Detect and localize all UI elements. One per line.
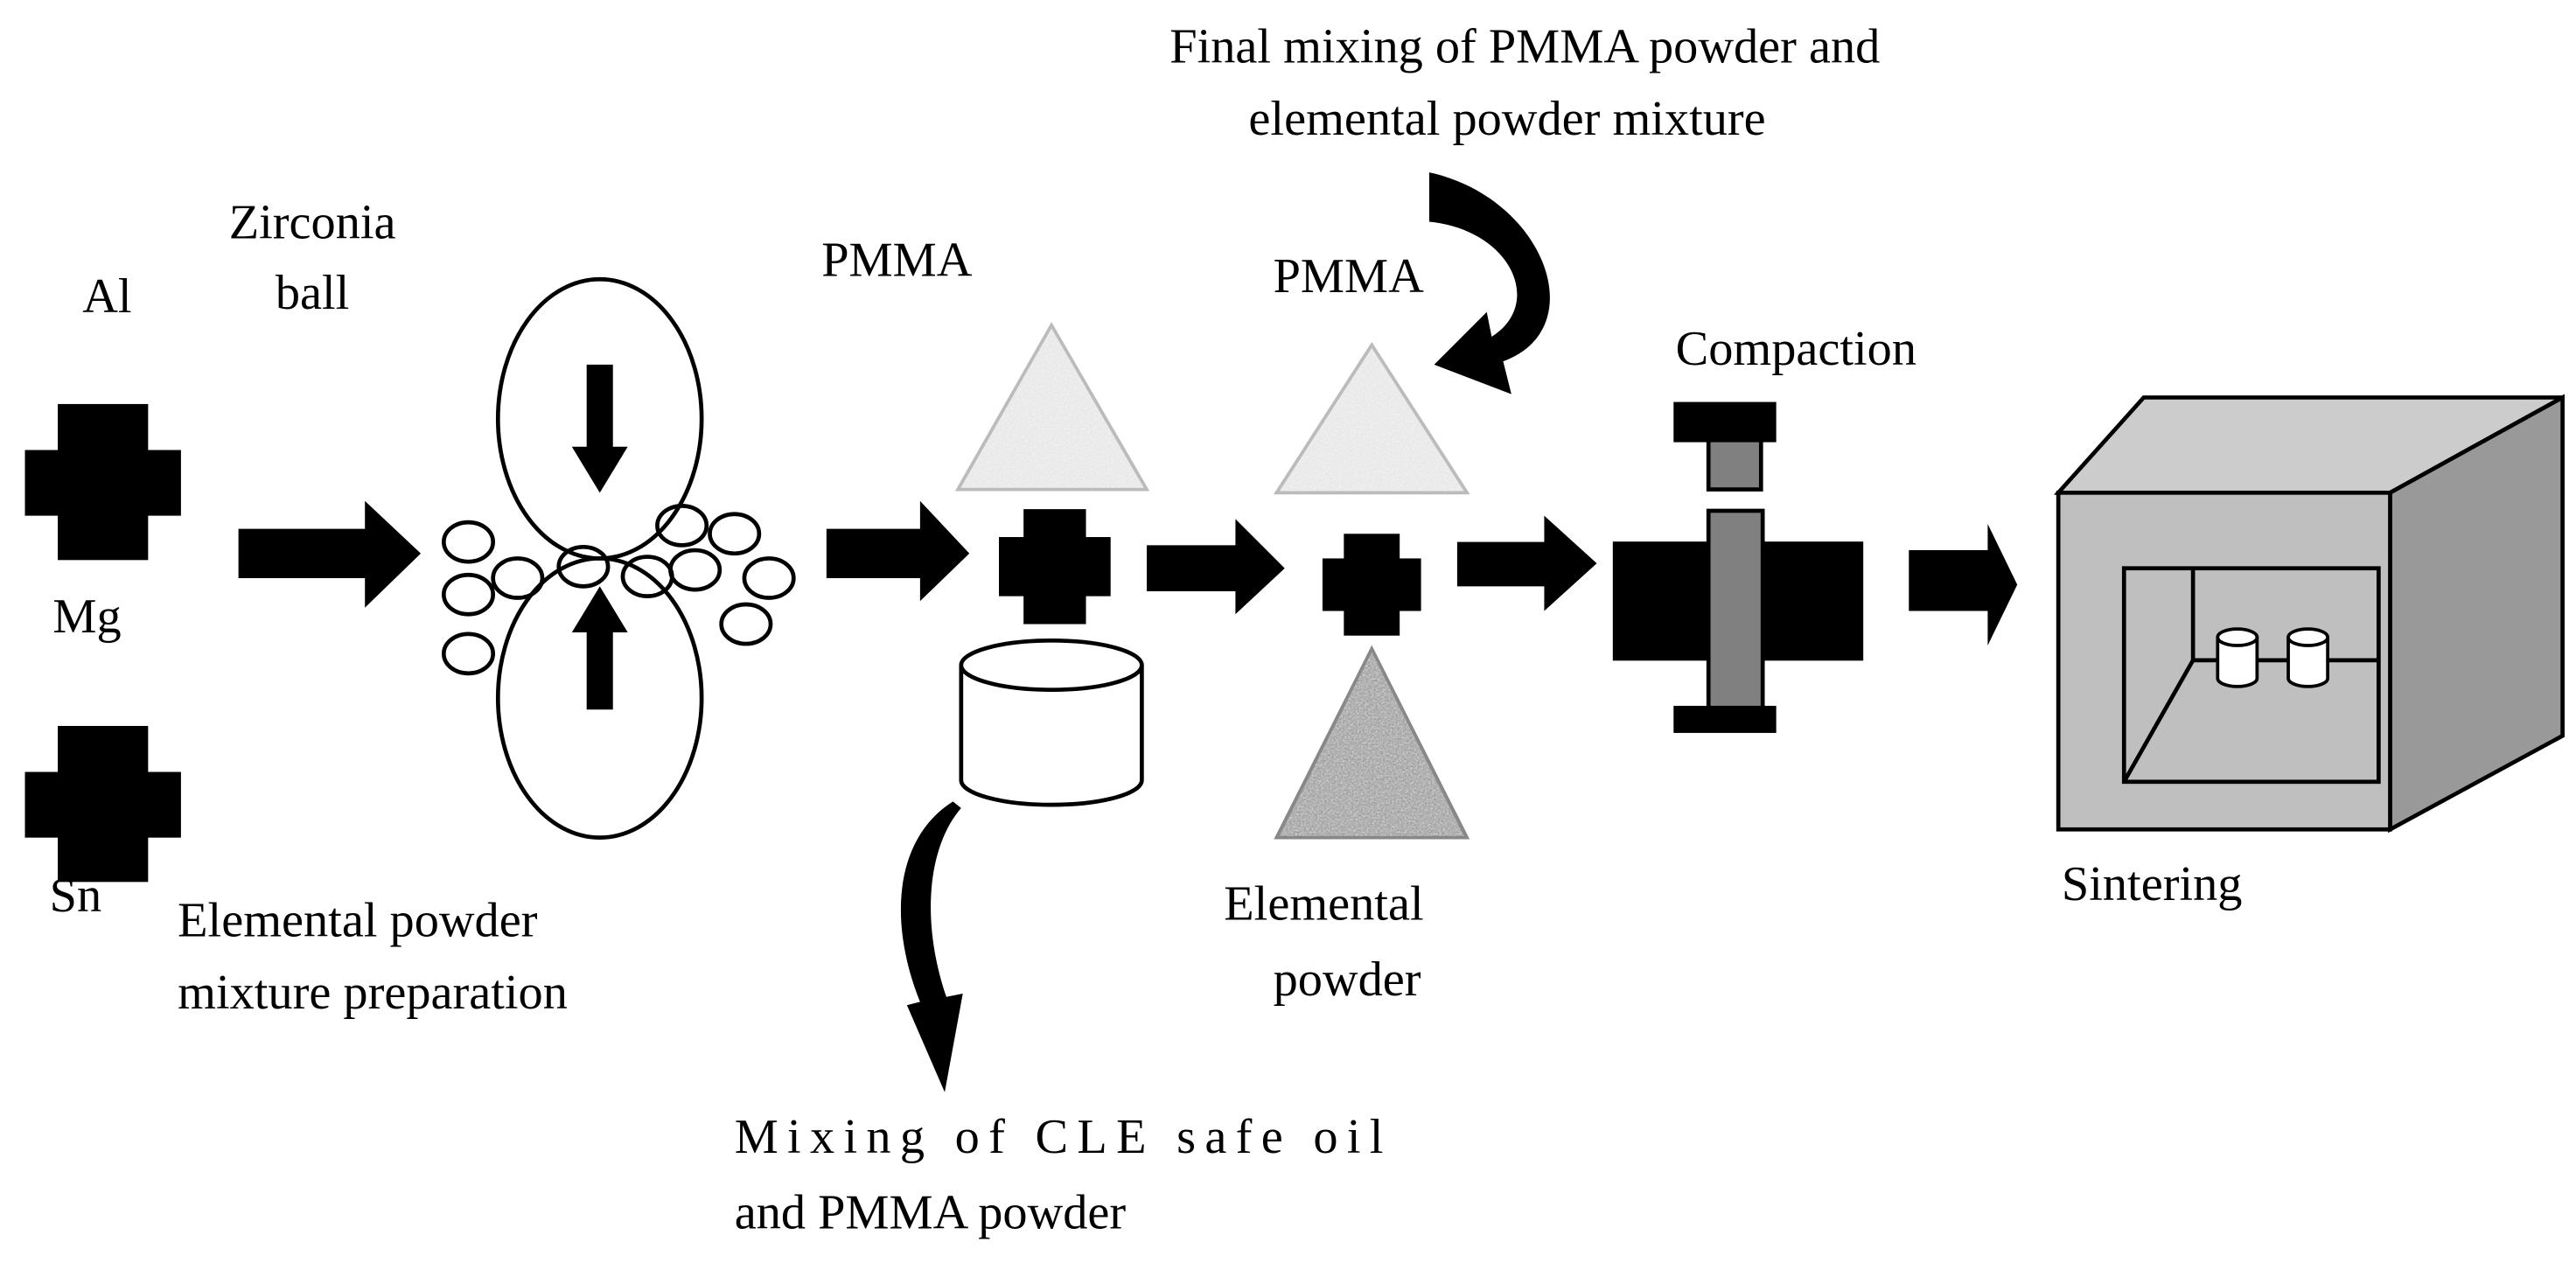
elemental-powder-cross-icon (999, 509, 1111, 625)
pmma-texture (1280, 348, 1464, 492)
mixing-oil-label-2: and PMMA powder (735, 1186, 1127, 1240)
final-mixing-label-2: elemental powder mixture (1248, 92, 1765, 146)
sintering-furnace-icon (2053, 394, 2565, 834)
curved-arrow-down-icon (900, 801, 963, 1092)
arrow-right-icon (826, 500, 970, 602)
arrow-up-icon (571, 586, 628, 710)
sample-cylinder-icon (2286, 627, 2330, 688)
sintering-label: Sintering (2062, 857, 2243, 911)
compaction-label: Compaction (1676, 322, 1916, 376)
arrow-right-icon (1147, 519, 1285, 615)
mixing-oil-label-1: Mixing of CLE safe oil (735, 1110, 1384, 1164)
elemental-texture (1280, 652, 1464, 836)
pmma-texture (960, 328, 1144, 488)
zirconia-label-2: ball (276, 266, 349, 320)
al-label: Al (82, 269, 131, 324)
final-mixing-label-1: Final mixing of PMMA powder and (1169, 19, 1880, 73)
mg-label: Mg (52, 590, 121, 644)
pmma-label-1: PMMA (821, 233, 972, 287)
mg-sn-powder-icon (24, 725, 181, 883)
arrow-right-icon (238, 500, 422, 608)
al-powder-icon (24, 403, 181, 561)
zirconia-ball-mill-icon (441, 276, 796, 841)
arrow-down-icon (571, 364, 628, 493)
pmma-label-2: PMMA (1274, 249, 1424, 304)
elemental-powder-cross-icon (1322, 534, 1421, 636)
sn-label: Sn (50, 869, 102, 923)
arrow-right-icon (1909, 524, 2018, 645)
sample-cylinder-icon (2216, 627, 2259, 688)
elemental-mixture-label-2: mixture preparation (178, 966, 568, 1020)
elemental-mixture-label-1: Elemental powder (178, 893, 538, 947)
oil-container-icon (959, 638, 1144, 807)
zirconia-label-1: Zirconia (229, 195, 396, 249)
curved-arrow-final-mixing-icon (1428, 172, 1550, 394)
compaction-press-icon (1612, 401, 1864, 733)
arrow-right-icon (1456, 515, 1597, 611)
elemental-powder-label-1: Elemental (1224, 877, 1423, 932)
elemental-powder-label-2: powder (1274, 952, 1421, 1007)
